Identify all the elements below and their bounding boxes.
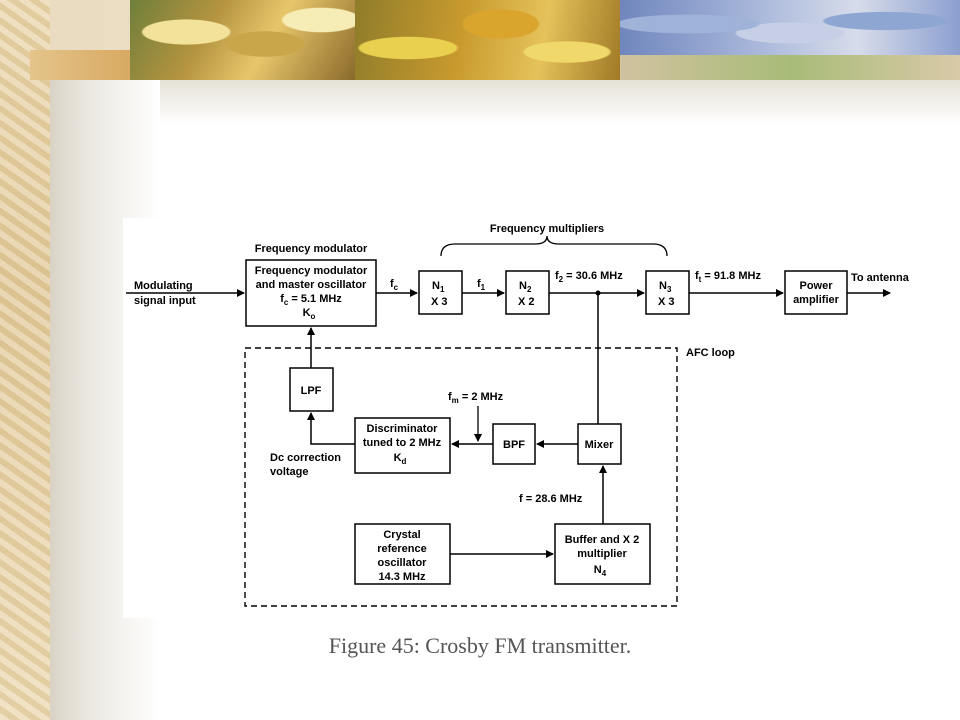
buffer-multiplier-block [554,523,651,585]
modulator-ko: Ko [303,307,316,321]
discriminator-kd: Kd [394,452,407,466]
frequency-modulator-label: Frequency modulator [255,243,368,255]
modulator-fc-value: fc = 5.1 MHz [280,293,342,307]
signal-f-mixer: f = 28.6 MHz [519,493,583,505]
bpf-block [492,423,536,465]
bpf-label: BPF [503,439,525,451]
discriminator-to-lpf-arrow [307,412,355,445]
mixer-label: Mixer [585,439,614,451]
buffer-line2: multiplier [577,548,627,560]
modulator-line2: and master oscillator [256,279,367,291]
signal-fc: fc [390,278,399,292]
dc-label-line2: voltage [270,466,309,478]
discriminator-line2: tuned to 2 MHz [363,437,442,449]
n2-label: N2 [519,280,532,294]
power-amp-line2: amplifier [793,294,840,306]
banner-flowers-image [355,0,620,80]
n3-label: N3 [659,280,672,294]
n1-label: N1 [432,280,445,294]
crystal-oscillator-block [354,523,451,585]
left-decorative-strip [0,0,50,720]
discriminator-block [354,417,451,474]
modulator-line1: Frequency modulator [255,265,368,277]
banner-blue-flowers-image [620,0,960,60]
multipliers-brace [440,235,668,257]
input-label-line1: Modulating [134,280,193,292]
crystal-line1: Crystal [383,529,420,541]
buffer-n4: N4 [594,564,607,578]
signal-fm: fm = 2 MHz [448,391,504,405]
afc-loop-label: AFC loop [686,347,735,359]
signal-f2: f2 = 30.6 MHz [555,270,623,284]
n3-mult: X 3 [658,296,675,308]
diagram-svg: Frequency modulator Frequency multiplier… [123,218,938,618]
crystal-line4: 14.3 MHz [378,571,426,583]
crystal-line2: reference [377,543,427,555]
mixer-block [577,423,622,465]
lpf-block [289,367,334,412]
n2-mult: X 2 [518,296,535,308]
signal-ft: ft = 91.8 MHz [695,270,761,284]
figure-caption: Figure 45: Crosby FM transmitter. [328,633,632,658]
n3-block [645,270,690,315]
input-label-line2: signal input [134,295,196,307]
crosby-fm-diagram: Frequency modulator Frequency multiplier… [123,218,938,618]
top-shadow [160,80,960,125]
discriminator-line1: Discriminator [367,423,439,435]
dc-label-line1: Dc correction [270,452,341,464]
n1-mult: X 3 [431,296,448,308]
afc-loop-boundary [244,347,678,607]
banner-leaves-image [130,0,355,80]
frequency-multipliers-label: Frequency multipliers [490,223,604,235]
buffer-line1: Buffer and X 2 [565,534,640,546]
power-amp-line1: Power [799,280,833,292]
crystal-line3: oscillator [378,557,428,569]
power-amplifier-block [784,270,848,315]
n2-block [505,270,550,315]
signal-f1: f1 [477,278,486,292]
output-label: To antenna [851,272,910,284]
banner-photo-tile [30,50,130,80]
lpf-label: LPF [301,385,322,397]
banner-grass-image [620,55,960,80]
